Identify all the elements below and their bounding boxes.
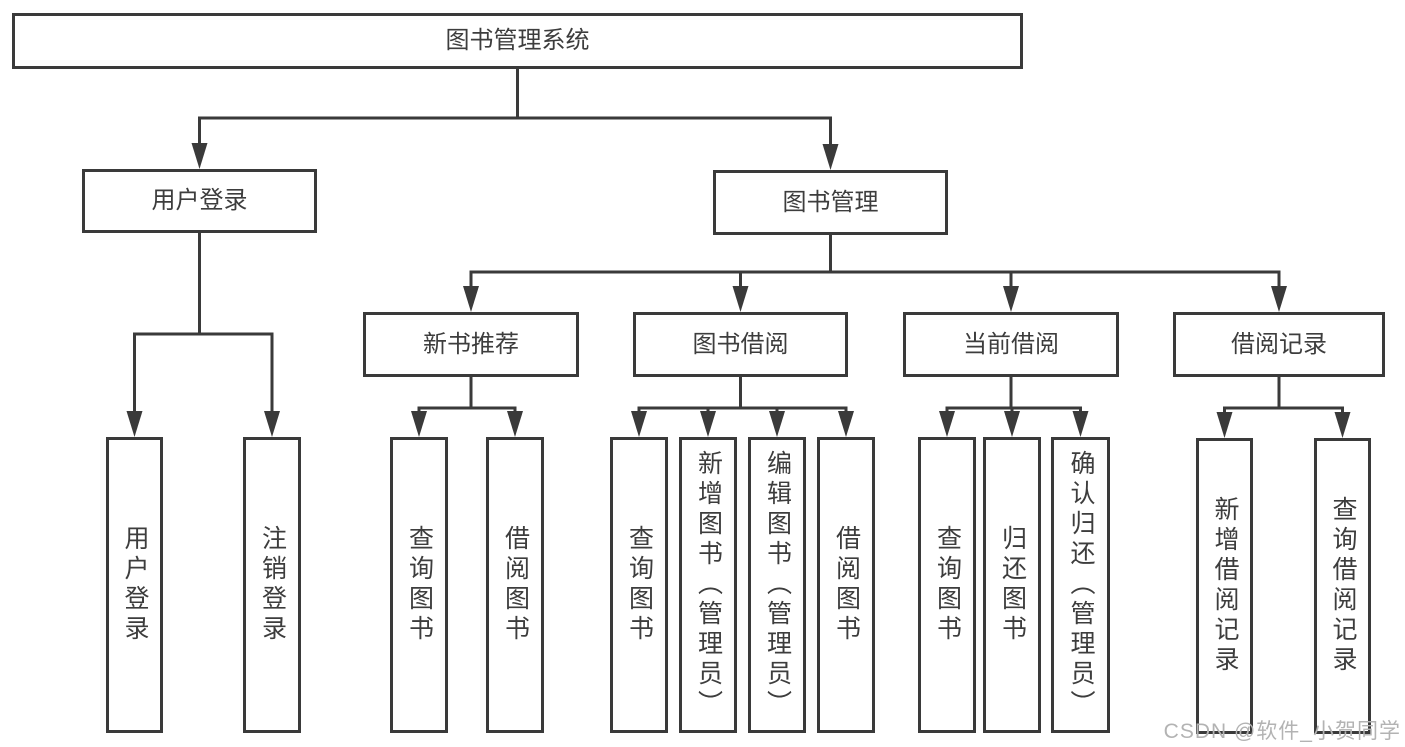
arrowhead: [838, 411, 854, 437]
node-br-add: 新增借阅记录: [1196, 438, 1253, 734]
node-current-borrow: 当前借阅: [903, 312, 1119, 377]
arrowhead: [732, 286, 749, 312]
edge-from-book-mgmt: [469, 233, 1281, 296]
node-label: 用户登录: [151, 187, 248, 214]
node-label: 注销登录: [258, 525, 287, 645]
node-br-query: 查询借阅记录: [1314, 438, 1371, 734]
node-label: 新增借阅记录: [1211, 496, 1239, 676]
arrowhead: [769, 411, 785, 437]
arrowhead: [822, 144, 839, 170]
node-login: 用户登录: [82, 169, 317, 233]
edge-from-book-borrow: [637, 375, 848, 421]
edge-from-current-borrow: [945, 375, 1082, 421]
node-root: 图书管理系统: [12, 13, 1023, 69]
arrowhead: [507, 411, 523, 437]
node-label: 查询图书: [625, 525, 654, 645]
arrowhead: [1004, 411, 1020, 437]
arrowhead: [700, 411, 716, 437]
node-bb-add: 新增图书（管理员）: [679, 437, 737, 733]
edge-from-borrow-records: [1223, 375, 1344, 422]
arrowhead: [191, 143, 208, 169]
node-label: 新书推荐: [423, 330, 519, 358]
edge-from-root: [198, 67, 832, 154]
arrowhead: [1072, 411, 1089, 437]
node-bb-edit: 编辑图书（管理员）: [748, 437, 806, 733]
node-cb-query: 查询图书: [918, 437, 976, 733]
watermark: CSDN @软件_小贺同学: [1163, 720, 1401, 743]
arrowhead: [126, 411, 143, 437]
node-cb-return: 归还图书: [983, 437, 1041, 733]
node-cb-confirm: 确认归还（管理员）: [1051, 437, 1110, 733]
node-new-book: 新书推荐: [363, 312, 579, 377]
arrowhead: [1271, 286, 1287, 312]
node-label: 查询图书: [933, 525, 962, 645]
node-bb-borrow: 借阅图书: [817, 437, 875, 733]
node-label: 确认归还（管理员）: [1067, 450, 1095, 720]
node-label: 借阅图书: [832, 525, 861, 645]
node-label: 图书管理系统: [445, 27, 590, 54]
node-book-borrow: 图书借阅: [633, 312, 848, 377]
arrowhead: [1216, 412, 1233, 438]
arrowhead: [264, 411, 280, 437]
node-label: 归还图书: [998, 525, 1027, 645]
node-book-mgmt: 图书管理: [713, 170, 948, 235]
node-label: 用户登录: [121, 525, 149, 645]
node-label: 查询图书: [405, 525, 434, 645]
node-bb-query: 查询图书: [610, 437, 668, 733]
arrowhead: [1334, 412, 1351, 438]
arrowhead: [939, 411, 955, 437]
edge-from-new-book: [417, 375, 517, 421]
node-user-login: 用户登录: [106, 437, 163, 733]
node-label: 查询借阅记录: [1329, 496, 1357, 676]
node-borrow-records: 借阅记录: [1173, 312, 1385, 377]
node-logout: 注销登录: [243, 437, 301, 733]
node-nb-query: 查询图书: [390, 437, 448, 733]
node-nb-borrow: 借阅图书: [486, 437, 544, 733]
node-label: 图书管理: [782, 188, 879, 216]
arrowhead: [463, 286, 479, 312]
node-label: 当前借阅: [963, 330, 1059, 358]
arrowhead: [1003, 286, 1019, 312]
node-label: 图书借阅: [692, 330, 789, 358]
arrowhead: [631, 411, 647, 437]
node-label: 借阅图书: [501, 525, 530, 645]
edge-from-login: [133, 231, 274, 421]
node-label: 编辑图书（管理员）: [763, 450, 792, 720]
node-label: 新增图书（管理员）: [694, 450, 723, 720]
arrowhead: [411, 411, 427, 437]
node-label: 借阅记录: [1231, 330, 1327, 358]
